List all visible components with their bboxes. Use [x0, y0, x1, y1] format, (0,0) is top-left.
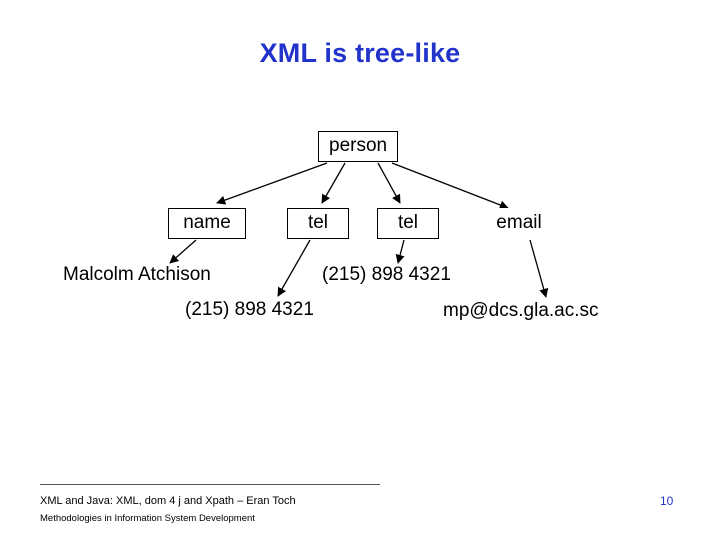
node-person: person [318, 131, 399, 162]
edge-email-value [529, 239, 549, 298]
footer-divider [40, 484, 380, 485]
footer-line-1: XML and Java: XML, dom 4 j and Xpath – E… [40, 495, 296, 507]
leaf-name-value: Malcolm Atchison [63, 264, 211, 285]
page-title: XML is tree-like [259, 38, 461, 68]
edge-person-name [216, 162, 328, 205]
node-tel-2: tel [377, 208, 439, 239]
page-number: 10 [660, 494, 674, 508]
node-email: email [480, 208, 558, 239]
edge-name-value [169, 239, 197, 264]
edge-tel1-value [277, 239, 311, 297]
edge-person-email [391, 162, 509, 210]
leaf-tel2-value: (215) 898 4321 [322, 264, 451, 285]
leaf-email-value: mp@dcs.gla.ac.sc [443, 300, 599, 321]
edge-tel2-value [395, 239, 405, 264]
node-name: name [168, 208, 246, 239]
leaf-tel1-value: (215) 898 4321 [185, 299, 314, 320]
node-tel-1: tel [287, 208, 349, 239]
edge-person-tel1 [321, 162, 346, 204]
edge-person-tel2 [377, 162, 401, 204]
footer-line-2: Methodologies in Information System Deve… [40, 513, 255, 524]
